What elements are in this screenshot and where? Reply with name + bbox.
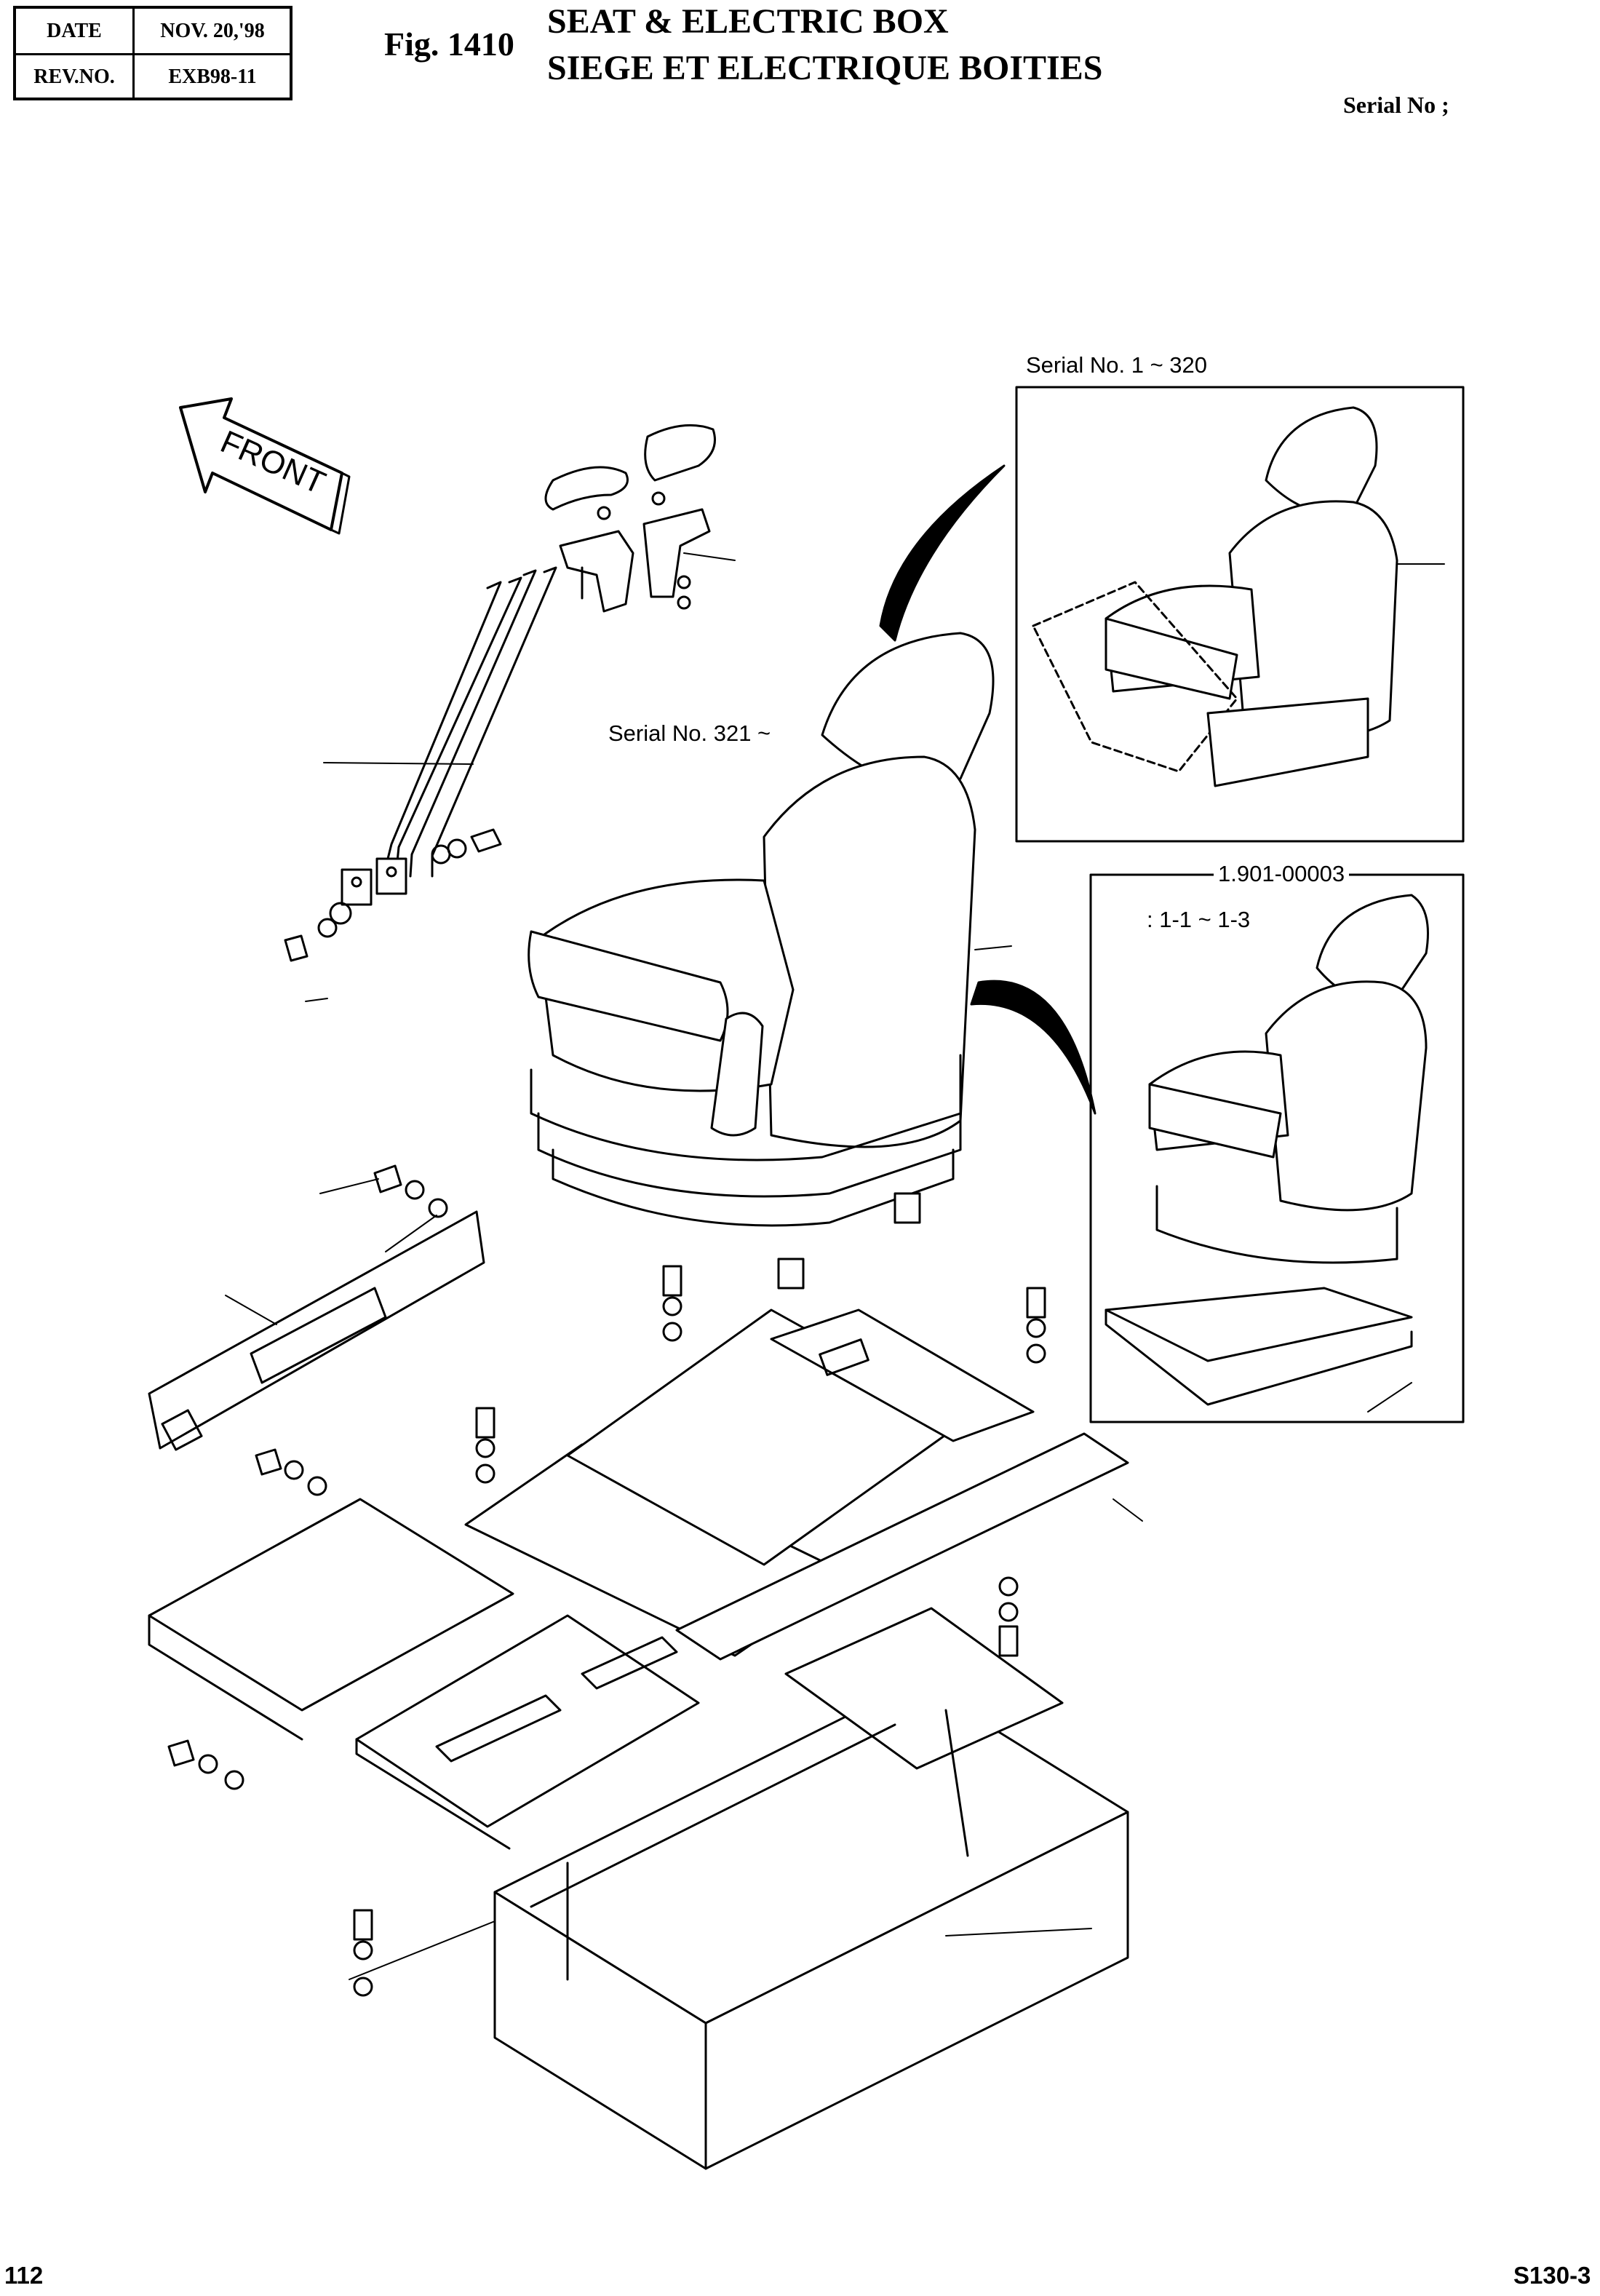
callout-leader-lines: [225, 1178, 1143, 1980]
rev-label: REV.NO.: [33, 65, 115, 88]
page-number: 112: [4, 2262, 44, 2289]
date-value: NOV. 20,'98: [160, 19, 265, 42]
main-operator-seat: [528, 632, 1012, 1290]
front-arrow: FRONT: [179, 397, 351, 535]
revision-box: DATE NOV. 20,'98 REV.NO. EXB98-11: [13, 6, 292, 100]
inset-bottom-range: : 1-1 ~ 1-3: [1147, 907, 1251, 932]
inset-top-label: Serial No. 1 ~ 320: [1026, 352, 1208, 378]
inset-bottom-part-number: 1.901-00003: [1214, 861, 1350, 887]
rev-value: EXB98-11: [168, 65, 257, 88]
revision-box-divider: [16, 53, 290, 55]
seat-mount-brackets: [148, 1498, 700, 1850]
figure-title-english: SEAT & ELECTRIC BOX: [547, 2, 949, 41]
model-number: S130-3: [1513, 2262, 1591, 2289]
serial-number-label: Serial No ;: [1343, 92, 1449, 118]
figure-number: Fig. 1410: [384, 25, 514, 63]
main-seat-serial-label: Serial No. 321 ~: [608, 720, 771, 746]
date-label: DATE: [47, 19, 102, 42]
inset-leader-curves: [879, 464, 1096, 1115]
control-lever-rods: [305, 566, 557, 1002]
loose-fasteners: [167, 1164, 1046, 1997]
floor-plates: [464, 1308, 1129, 1661]
electric-box: [493, 1607, 1129, 2170]
side-cover-plate: [148, 1210, 485, 1451]
inset-1-901-00003: [1089, 873, 1465, 1423]
figure-title-french: SIEGE ET ELECTRIQUE BOITIES: [547, 49, 1103, 87]
lever-fasteners: [284, 828, 502, 962]
inset-serial-1-320: [1015, 386, 1465, 843]
armrest-control-parts: [544, 424, 736, 613]
